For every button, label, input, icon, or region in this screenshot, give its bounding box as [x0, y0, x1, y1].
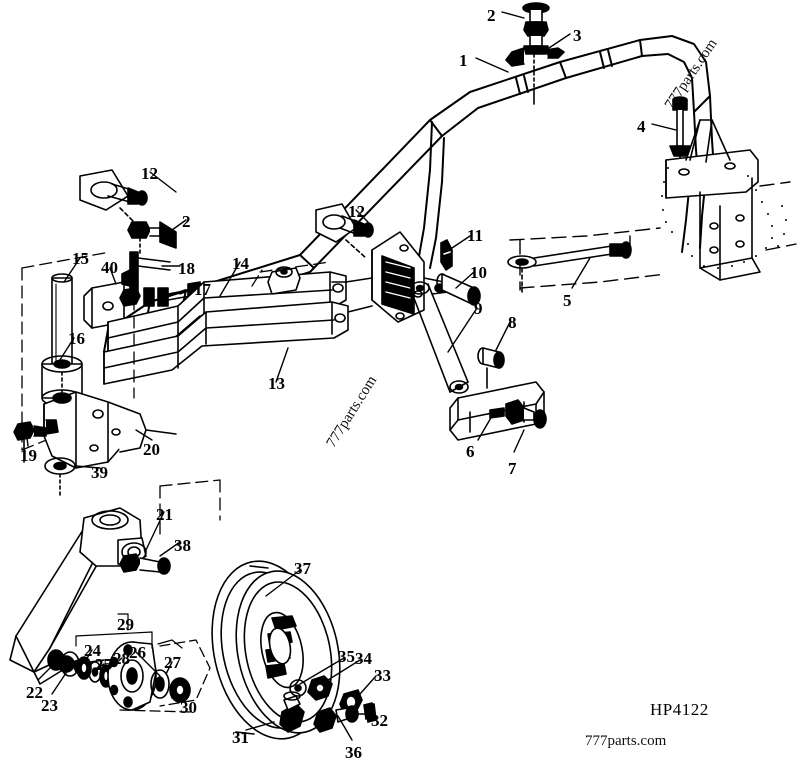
- phantom-lines-hub: [119, 639, 211, 713]
- draft-arms: [103, 266, 373, 385]
- callout-7: 7: [508, 459, 517, 478]
- callout-21: 21: [156, 505, 173, 524]
- callout-38: 38: [174, 536, 191, 555]
- callout-33: 33: [374, 666, 391, 685]
- pin-10: [436, 273, 481, 306]
- callout-3: 3: [573, 26, 582, 45]
- knuckle-housing-20: [43, 391, 177, 469]
- pin-8: [477, 347, 505, 389]
- callout-27: 27: [164, 653, 181, 672]
- callout-39: 39: [91, 463, 108, 482]
- callout-18: 18: [178, 259, 195, 278]
- washer-39: [44, 457, 76, 499]
- callout-13: 13: [268, 374, 285, 393]
- watermark-bottom: 777parts.com: [585, 733, 667, 749]
- callout-1: 1: [459, 51, 468, 70]
- bolt-17: [119, 281, 203, 307]
- callout-32: 32: [371, 711, 388, 730]
- bracket-12b: [315, 203, 374, 259]
- callout-8: 8: [508, 313, 517, 332]
- callout-24: 24: [84, 641, 101, 660]
- callout-28: 28: [113, 649, 130, 668]
- callout-26: 26: [129, 643, 146, 662]
- center-pivot-bracket: [371, 231, 449, 323]
- clip-18: [121, 251, 171, 297]
- callout-29: 29: [117, 615, 134, 634]
- callout-37: 37: [294, 559, 311, 578]
- callout-31: 31: [232, 728, 249, 747]
- bolt-7: [505, 399, 547, 429]
- stipple-shading: [661, 167, 787, 269]
- callout-5: 5: [563, 291, 572, 310]
- callout-14: 14: [232, 254, 249, 273]
- callout-15: 15: [72, 249, 89, 268]
- callout-35: 35: [338, 647, 355, 666]
- callout-36: 36: [345, 743, 362, 762]
- link-5: [507, 241, 632, 293]
- part-number-label: HP4122: [650, 700, 709, 719]
- callout-4: 4: [637, 117, 646, 136]
- callout-16: 16: [68, 329, 85, 348]
- phantom-lines-left: [21, 251, 331, 541]
- bracket-12a: [79, 169, 148, 229]
- bolt-38: [119, 553, 171, 575]
- callout-10: 10: [470, 263, 487, 282]
- bar-9: [410, 281, 469, 394]
- pin-11: [440, 239, 453, 271]
- callout-25: 25: [95, 655, 112, 674]
- leader-lines: [25, 11, 677, 741]
- callout-20: 20: [143, 440, 160, 459]
- callout-11: 11: [467, 226, 484, 245]
- callout-2a: 2: [487, 6, 496, 25]
- callout-12b: 12: [348, 202, 365, 221]
- hub-bearing-stack: [47, 613, 191, 711]
- callout-12a: 12: [141, 164, 158, 183]
- callout-2b: 2: [182, 212, 191, 231]
- upper-pin-assembly: [505, 2, 565, 105]
- phantom-lines-right: [509, 181, 797, 291]
- callout-22: 22: [26, 683, 43, 702]
- valve-stem-31: [279, 691, 305, 733]
- callout-34: 34: [355, 649, 372, 668]
- bolt-19: [13, 421, 47, 463]
- small-parts-32-36: [289, 675, 377, 733]
- channel-6: [449, 381, 545, 441]
- callout-40: 40: [101, 258, 118, 277]
- callout-6: 6: [466, 442, 475, 461]
- callout-17: 17: [194, 280, 211, 299]
- bolt-4: [669, 96, 691, 179]
- right-mount-bracket: [665, 119, 761, 281]
- callout-19: 19: [20, 446, 37, 465]
- callout-30: 30: [180, 698, 197, 717]
- callout-23: 23: [41, 696, 58, 715]
- callout-9: 9: [474, 299, 483, 318]
- pin-2b: [127, 221, 177, 257]
